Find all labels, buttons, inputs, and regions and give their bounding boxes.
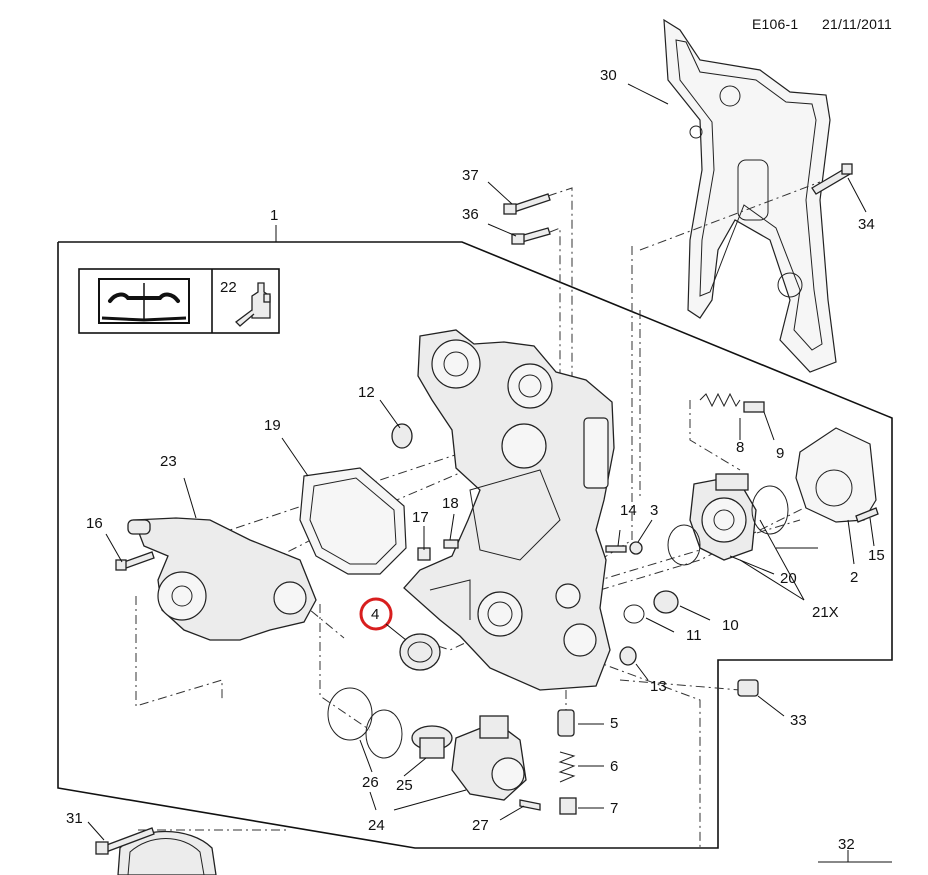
callout-26: 26 — [362, 774, 379, 791]
callout-17: 17 — [412, 509, 429, 526]
seal-ring-26b — [365, 709, 403, 759]
callout-37: 37 — [462, 167, 479, 184]
callout-22: 22 — [220, 279, 237, 296]
callout-1: 1 — [270, 207, 278, 224]
thermostat-25 — [411, 725, 453, 759]
bolt-16 — [115, 551, 155, 571]
leader-lines — [87, 83, 892, 863]
engine-front-cover — [403, 329, 615, 691]
thermostat-housing-24 — [451, 715, 527, 801]
plug-9 — [743, 401, 765, 413]
callout-7: 7 — [610, 800, 618, 817]
callout-11: 11 — [686, 627, 702, 644]
callout-30: 30 — [600, 67, 617, 84]
callout-13: 13 — [650, 678, 667, 695]
diagram-code: E106-1 — [752, 16, 799, 32]
sealant-tube-icon — [235, 282, 271, 327]
callout-8: 8 — [736, 439, 744, 456]
callout-14: 14 — [620, 502, 637, 519]
oil-pump-21x — [689, 473, 757, 561]
callout-19: 19 — [264, 417, 281, 434]
callout-9: 9 — [776, 445, 784, 462]
callout-32: 32 — [838, 836, 855, 853]
spring-8 — [699, 392, 741, 408]
plug-13 — [619, 646, 637, 666]
water-pump-housing-23 — [127, 517, 317, 641]
callout-25: 25 — [396, 777, 413, 794]
bolt-31 — [95, 827, 155, 855]
callout-4: 4 — [371, 606, 379, 623]
callout-23: 23 — [160, 453, 177, 470]
crank-seal-4 — [399, 633, 441, 671]
pin-18 — [443, 539, 459, 549]
timing-gasket-30 — [663, 18, 837, 373]
pump-cover-2 — [795, 427, 877, 523]
manual-book-icon — [98, 278, 190, 324]
callout-3: 3 — [650, 502, 658, 519]
bolt-37 — [503, 193, 551, 215]
callout-10: 10 — [722, 617, 739, 634]
gasket-19 — [299, 467, 407, 575]
callout-18: 18 — [442, 495, 459, 512]
pin-14 — [605, 545, 627, 553]
assembly-1-frame — [57, 241, 893, 849]
tool-info-box — [78, 268, 280, 334]
diagram-date: 21/11/2011 — [822, 16, 892, 32]
callout-20: 20 — [780, 570, 797, 587]
callout-16: 16 — [86, 515, 103, 532]
callout-5: 5 — [610, 715, 618, 732]
callout-2: 2 — [850, 569, 858, 586]
plug-7 — [559, 797, 577, 815]
callout-12: 12 — [358, 384, 375, 401]
stud-34 — [811, 163, 853, 195]
callout-21x: 21X — [812, 604, 839, 621]
callout-33: 33 — [790, 712, 807, 729]
plug-33 — [737, 679, 759, 697]
spring-6 — [558, 751, 576, 783]
callout-36: 36 — [462, 206, 479, 223]
bolt-15 — [855, 507, 879, 523]
callout-24: 24 — [368, 817, 385, 834]
piston-5 — [557, 709, 575, 737]
callout-31: 31 — [66, 810, 83, 827]
nut-3 — [629, 541, 643, 555]
plug-12 — [391, 423, 413, 449]
bolt-36 — [511, 227, 551, 245]
bolt-27 — [519, 799, 541, 811]
o-ring-21 — [667, 524, 701, 566]
callout-27: 27 — [472, 817, 489, 834]
callout-6: 6 — [610, 758, 618, 775]
seal-10 — [653, 590, 679, 614]
seal-ring-26 — [327, 687, 373, 741]
o-ring-20 — [751, 485, 789, 535]
callout-15: 15 — [868, 547, 885, 564]
callout-34: 34 — [858, 216, 875, 233]
o-ring-11 — [623, 604, 645, 624]
part-4-highlight-ring — [359, 597, 393, 631]
